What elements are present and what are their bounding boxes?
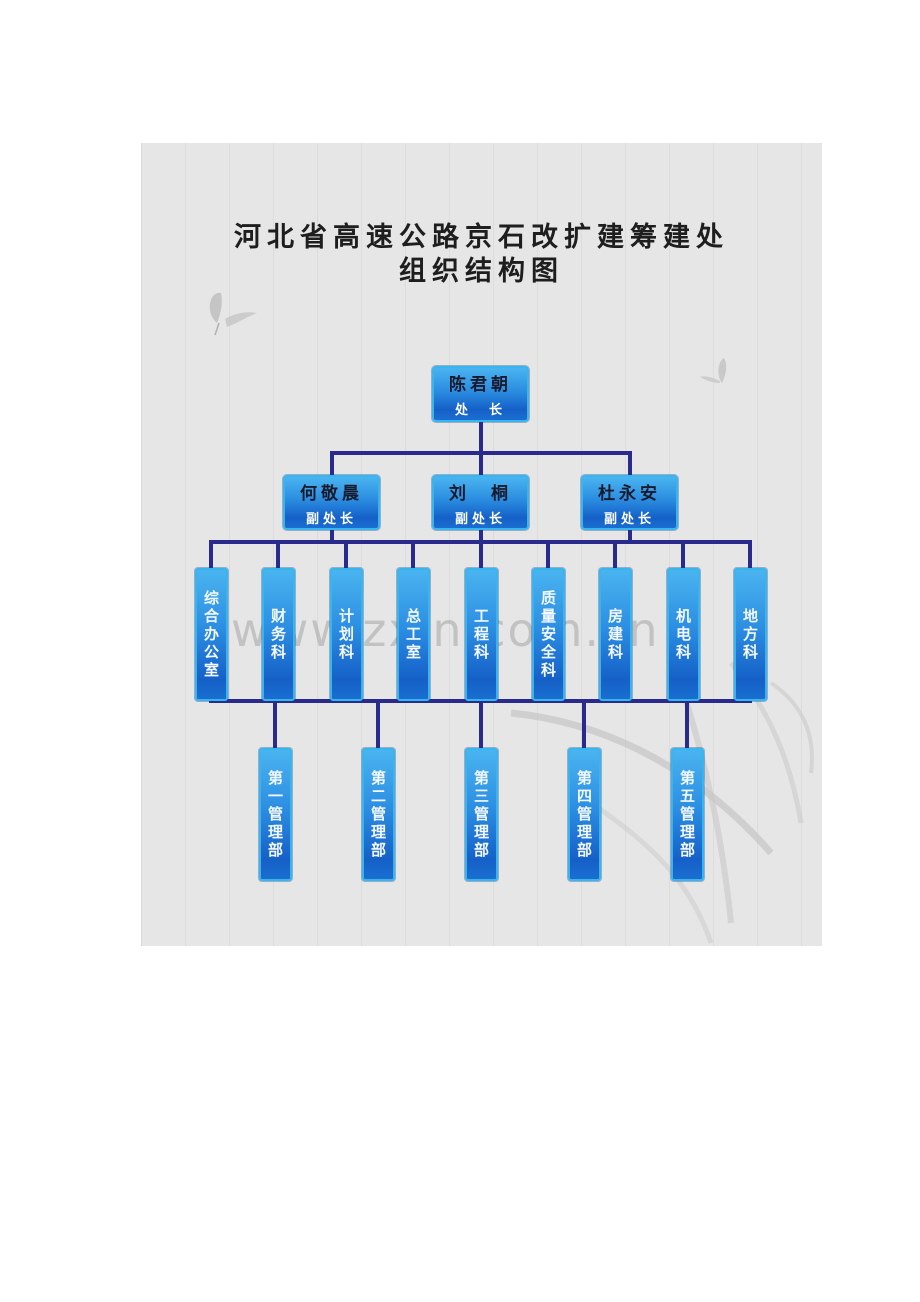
connector-line	[209, 540, 213, 568]
connector-line	[276, 540, 280, 568]
management-office-label: 第四管理部	[575, 769, 593, 860]
butterfly-icon	[209, 292, 257, 336]
department-box: 地方科	[734, 568, 767, 701]
deputy-name: 何敬晨	[300, 483, 363, 504]
connector-line	[330, 451, 632, 455]
management-office-box: 第三管理部	[465, 748, 498, 881]
department-label: 地方科	[741, 607, 759, 662]
connector-line	[681, 540, 685, 568]
chief-name: 陈君朝	[449, 375, 512, 395]
connector-line	[479, 540, 483, 568]
management-office-label: 第五管理部	[678, 769, 696, 860]
management-office-label: 第一管理部	[266, 769, 284, 860]
department-box: 总工室	[397, 568, 430, 701]
watermark: www.zxin.com.cn	[231, 603, 660, 657]
management-office-box: 第二管理部	[362, 748, 395, 881]
deputy-role: 副处长	[603, 511, 655, 527]
management-office-label: 第三管理部	[472, 769, 490, 860]
department-box: 财务科	[262, 568, 295, 701]
chart-subtitle: 组织结构图	[399, 256, 564, 287]
deputy-name: 杜永安	[598, 483, 661, 504]
connector-line	[330, 529, 334, 542]
connector-line	[479, 529, 483, 542]
department-label: 房建科	[606, 607, 624, 662]
orchid-decoration-icon	[510, 652, 814, 944]
connector-line	[330, 451, 334, 475]
connector-line	[479, 699, 483, 749]
connector-line	[411, 540, 415, 568]
chart-title: 河北省高速公路京石改扩建筹建处	[234, 222, 729, 253]
connector-line	[376, 699, 380, 749]
connector-line	[628, 529, 632, 542]
department-label: 财务科	[269, 607, 287, 662]
connector-line	[748, 540, 752, 568]
department-label: 机电科	[674, 607, 692, 662]
deputy-name: 刘 桐	[449, 483, 512, 504]
connector-line	[546, 540, 550, 568]
deputy-role: 副处长	[305, 511, 357, 527]
chief-box: 陈君朝 处 长	[432, 366, 529, 422]
connector-line	[582, 699, 586, 749]
connector-line	[479, 421, 483, 475]
org-chart-panel: 河北省高速公路京石改扩建筹建处 组织结构图 www.zxin.com.cn 陈君…	[141, 143, 822, 946]
department-label: 总工室	[404, 607, 422, 662]
connector-line	[628, 451, 632, 475]
management-office-label: 第二管理部	[369, 769, 387, 860]
department-box: 质量安全科	[532, 568, 565, 701]
connector-line	[273, 699, 277, 749]
department-label: 综合办公室	[202, 589, 220, 680]
department-box: 房建科	[599, 568, 632, 701]
chief-role: 处 长	[454, 403, 506, 418]
management-office-box: 第四管理部	[568, 748, 601, 881]
connector-line	[344, 540, 348, 568]
butterfly-icon	[700, 358, 727, 383]
department-box: 机电科	[667, 568, 700, 701]
department-box: 工程科	[465, 568, 498, 701]
department-label: 计划科	[337, 607, 355, 662]
department-label: 工程科	[472, 607, 490, 662]
connector-line	[685, 699, 689, 749]
deputy-box: 刘 桐 副处长	[432, 475, 529, 530]
management-office-box: 第一管理部	[259, 748, 292, 881]
department-label: 质量安全科	[539, 589, 557, 680]
connector-line	[613, 540, 617, 568]
deputy-role: 副处长	[454, 511, 506, 527]
department-box: 计划科	[330, 568, 363, 701]
deputy-box: 杜永安 副处长	[581, 475, 678, 530]
management-office-box: 第五管理部	[671, 748, 704, 881]
deputy-box: 何敬晨 副处长	[283, 475, 380, 530]
department-box: 综合办公室	[195, 568, 228, 701]
